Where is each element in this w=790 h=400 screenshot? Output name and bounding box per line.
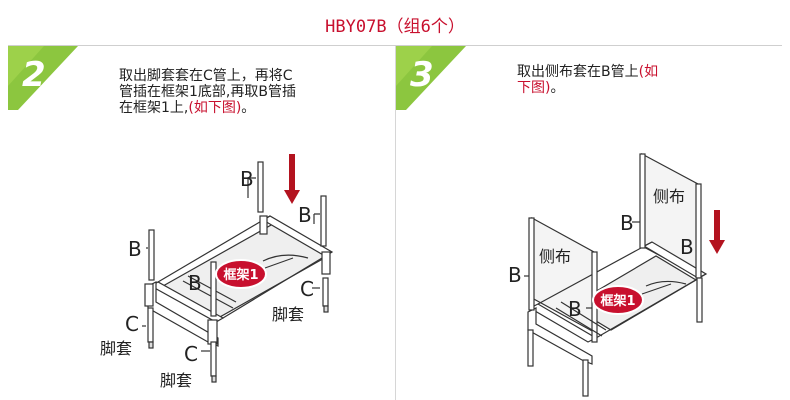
tube-b [528,217,535,311]
step-3-instruction: 取出侧布套在B管上(如 下图)。 [517,64,737,96]
step-2-diagram: 框架1 B B B B C C C 脚套 脚套 脚套 [100,154,334,390]
label-b: B [298,203,312,227]
instruction-line: 管插在框架1底部,再取B管插 [119,84,296,100]
tube-c [210,341,217,377]
foot-cap [211,375,217,383]
instruction-line: 在框架1上,(如下图)。 [119,100,256,116]
step-number: 3 [410,55,434,95]
step-3-diagram: 框架1 侧布 侧布 B B B B [508,152,725,397]
label-b: B [128,237,142,261]
socket [259,215,268,235]
svg-text:框架1: 框架1 [600,293,635,309]
frame-end-front [147,281,219,347]
foot-cap [148,341,154,349]
label-c: C [125,312,139,336]
instruction-highlight: (如下图) [188,100,242,116]
instruction-line: 取出侧布套在B管上(如 [517,64,659,80]
tube-b [148,229,155,281]
label-c: C [300,277,314,301]
tube-b [257,161,264,213]
label-b: B [188,271,202,295]
step-number: 2 [22,55,46,95]
label-side-cloth: 侧布 [539,247,571,266]
tube-c [322,277,329,307]
label-b: B [680,235,694,259]
tube-b [695,183,702,279]
label-b: B [240,167,254,191]
header: HBY07B（组6个） [0,0,790,46]
label-b: B [620,211,634,235]
label-foot-cap: 脚套 [272,305,304,324]
frame-label: 框架1 [592,283,672,315]
step-3-panel: 3 取出侧布套在B管上(如 下图)。 [395,46,783,400]
tube-c [582,359,589,397]
tube-b [639,153,646,249]
label-side-cloth: 侧布 [653,187,685,206]
tube-c [147,307,154,343]
socket [207,319,218,345]
label-foot-cap: 脚套 [160,371,192,390]
step-2-panel: 2 取出脚套套在C管上，再将C 管插在框架1底部,再取B管插 在框架1上,(如下… [8,46,395,400]
instruction-line: 下图)。 [517,80,565,96]
step-2-badge: 2 [8,46,78,110]
page-title: HBY07B（组6个） [325,17,465,37]
label-b: B [508,263,522,287]
tube-b [210,261,217,317]
tube-c [527,329,534,367]
frame-label: 框架1 [215,257,294,289]
insert-arrow [284,154,300,204]
label-c: C [184,342,198,366]
step-3-badge: 3 [396,46,466,110]
foot-cap [323,305,329,313]
instruction-line: 取出脚套套在C管上，再将C [119,68,293,84]
svg-text:框架1: 框架1 [223,267,258,283]
instruction-highlight: 下图) [517,80,551,96]
label-foot-cap: 脚套 [100,339,132,358]
tube-b [320,195,327,247]
step-2-instruction: 取出脚套套在C管上，再将C 管插在框架1底部,再取B管插 在框架1上,(如下图)… [119,68,359,116]
insert-arrow [709,210,725,254]
instruction-highlight: (如 [638,64,659,80]
socket [144,283,154,307]
header-divider [8,45,782,46]
tube-c [696,277,703,323]
label-b: B [568,297,582,321]
socket [321,251,331,275]
